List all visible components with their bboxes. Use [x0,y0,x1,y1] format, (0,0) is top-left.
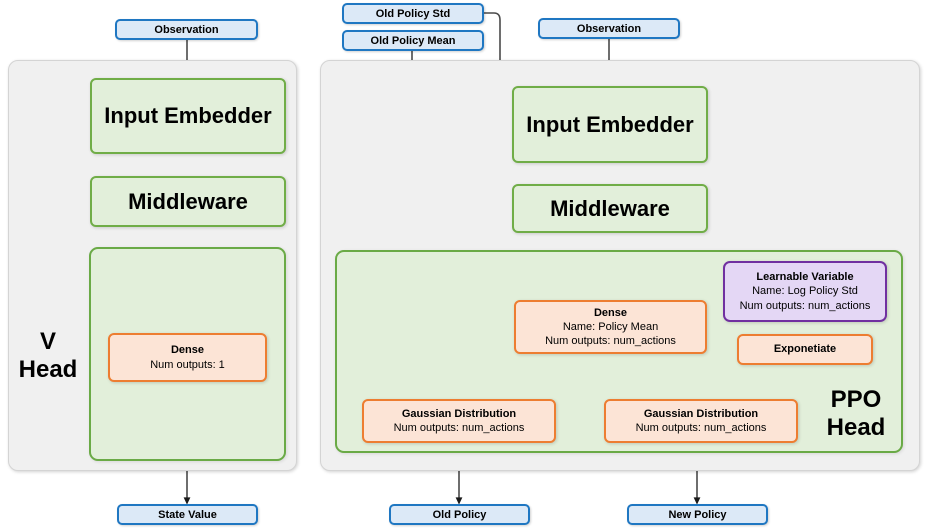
v-head-input-observation[interactable]: Observation [115,19,258,40]
ppo-head-input-embedder[interactable]: Input Embedder [512,86,708,163]
ppo-head-output-new-policy-label: New Policy [668,508,727,521]
ppo-head-middleware[interactable]: Middleware [512,184,708,233]
v-head-dense-num-outputs: Num outputs: 1 [150,358,225,371]
ppo-head-dense-policy-mean[interactable]: Dense Name: Policy Mean Num outputs: num… [514,300,707,354]
ppo-head-input-observation-label: Observation [576,22,642,35]
ppo-head-exponetiate[interactable]: Exponetiate [737,334,873,365]
v-head-middleware-label: Middleware [128,188,248,214]
ppo-head-exponetiate-title: Exponetiate [773,343,837,356]
v-head-input-embedder-label: Input Embedder [104,103,272,128]
ppo-head-dense-name: Name: Policy Mean [562,320,659,333]
ppo-head-gaussian-new-num-outputs: Num outputs: num_actions [635,422,767,434]
ppo-head-gaussian-old-num-outputs: Num outputs: num_actions [393,422,525,434]
v-head-output-state-value[interactable]: State Value [117,504,258,525]
ppo-head-learnable-variable[interactable]: Learnable Variable Name: Log Policy Std … [723,261,887,322]
v-head-caption: V Head [18,328,78,383]
ppo-head-gaussian-old-title: Gaussian Distribution [401,407,517,420]
ppo-head-output-new-policy[interactable]: New Policy [627,504,768,525]
ppo-head-input-old-policy-std[interactable]: Old Policy Std [342,3,484,24]
v-head-output-state-value-label: State Value [158,508,217,521]
ppo-head-caption: PPO Head [826,386,886,441]
ppo-head-input-old-policy-std-label: Old Policy Std [375,7,451,20]
ppo-head-gaussian-old[interactable]: Gaussian Distribution Num outputs: num_a… [362,399,556,443]
v-head-input-observation-label: Observation [154,23,219,36]
ppo-head-dense-num-outputs: Num outputs: num_actions [545,335,676,348]
v-head-dense-title: Dense [170,344,205,357]
ppo-head-learnable-variable-num-outputs: Num outputs: num_actions [739,299,871,312]
ppo-head-dense-title: Dense [593,306,628,319]
v-head-dense[interactable]: Dense Num outputs: 1 [108,333,267,382]
ppo-head-input-old-policy-mean[interactable]: Old Policy Mean [342,30,484,51]
ppo-head-input-embedder-label: Input Embedder [526,111,694,137]
ppo-head-output-old-policy-label: Old Policy [432,508,487,521]
v-head-input-embedder[interactable]: Input Embedder [90,78,286,154]
ppo-head-gaussian-new-title: Gaussian Distribution [643,407,759,420]
ppo-head-gaussian-new[interactable]: Gaussian Distribution Num outputs: num_a… [604,399,798,443]
ppo-head-learnable-variable-name: Name: Log Policy Std [752,285,858,298]
ppo-head-input-observation[interactable]: Observation [538,18,680,39]
ppo-head-output-old-policy[interactable]: Old Policy [389,504,530,525]
ppo-head-middleware-label: Middleware [550,195,670,221]
ppo-head-input-old-policy-mean-label: Old Policy Mean [370,34,456,47]
v-head-middleware[interactable]: Middleware [90,176,286,227]
ppo-head-learnable-variable-title: Learnable Variable [756,270,854,283]
